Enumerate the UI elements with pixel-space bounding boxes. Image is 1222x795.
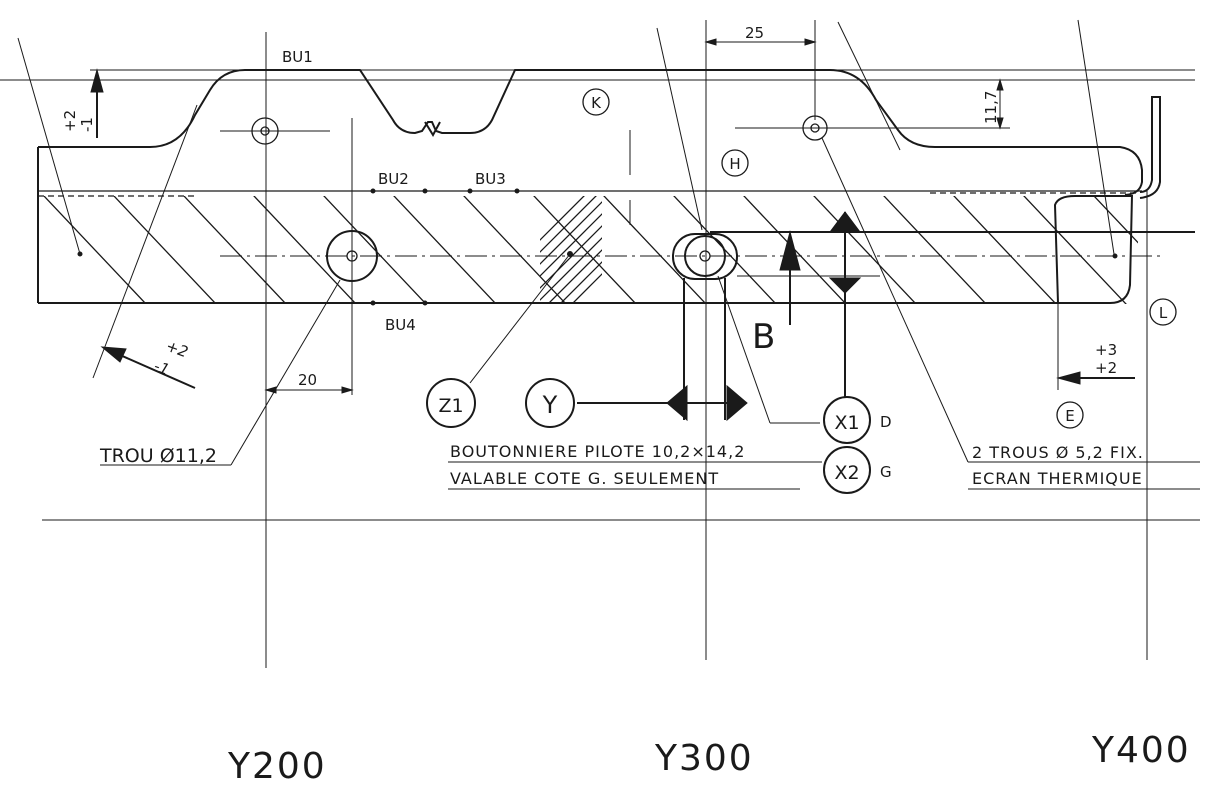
balloon-e: E — [1056, 401, 1084, 429]
dim-20-text: 20 — [298, 371, 317, 389]
hole-trou-11-2 — [326, 230, 378, 282]
note-trou: TROU Ø11,2 — [99, 445, 217, 467]
svg-text:L: L — [1159, 304, 1168, 322]
balloon-x1: X1 — [823, 396, 871, 444]
balloon-y: Y — [525, 378, 575, 428]
leader-lines — [17, 19, 1200, 466]
balloon-k: K — [582, 88, 610, 116]
tol-right-plus3: +3 — [1095, 341, 1117, 359]
label-g: G — [880, 463, 892, 481]
y-double-arrow — [577, 278, 748, 422]
label-bu2: BU2 — [378, 170, 409, 188]
dimension-11-7 — [975, 78, 1015, 130]
balloon-x2: X2 — [823, 446, 871, 494]
datum-arrow-right — [1056, 304, 1135, 390]
axis-label-y300: Y300 — [654, 738, 754, 779]
tol-left-minus: -1 — [78, 117, 96, 132]
svg-text:E: E — [1065, 407, 1074, 425]
note-boutonniere-line2: VALABLE COTE G. SEULEMENT — [450, 469, 719, 488]
x-double-arrow — [828, 211, 862, 398]
svg-text:Y: Y — [542, 391, 558, 419]
tol-diag-minus: -1 — [152, 357, 172, 379]
balloon-l: L — [1149, 298, 1177, 326]
note-trous-line1: 2 TROUS Ø 5,2 FIX. — [972, 443, 1144, 462]
datum-arrow-left — [90, 68, 104, 138]
tol-diag-plus: +2 — [164, 337, 191, 361]
svg-text:H: H — [729, 155, 740, 173]
balloon-h: H — [721, 149, 749, 177]
svg-text:Z1: Z1 — [438, 395, 463, 417]
z1-cross-hatching — [540, 196, 602, 304]
tol-right-plus2: +2 — [1095, 359, 1117, 377]
slot-boutonniere — [672, 233, 738, 280]
svg-text:K: K — [591, 94, 602, 112]
datum-arrow-diagonal — [100, 346, 196, 389]
note-boutonniere-line1: BOUTONNIERE PILOTE 10,2×14,2 — [450, 442, 745, 461]
dimension-20 — [264, 386, 354, 394]
hole-bu1 — [251, 117, 279, 145]
axis-label-y200: Y200 — [227, 746, 327, 787]
label-bu1: BU1 — [282, 48, 313, 66]
dim-11-7-text: 11,7 — [982, 91, 1000, 124]
dimension-25 — [704, 38, 817, 46]
b-arrow — [737, 230, 880, 325]
svg-text:X1: X1 — [834, 412, 859, 434]
label-bu4: BU4 — [385, 316, 416, 334]
balloon-z1: Z1 — [426, 378, 476, 428]
note-trous-line2: ECRAN THERMIQUE — [972, 469, 1143, 488]
label-b: B — [752, 317, 775, 357]
tol-left-plus: +2 — [61, 110, 79, 132]
label-bu3: BU3 — [475, 170, 506, 188]
label-d: D — [880, 413, 892, 431]
dim-25-text: 25 — [745, 24, 764, 42]
section-hatching — [43, 196, 1138, 304]
part-outline — [37, 69, 1195, 304]
svg-text:X2: X2 — [834, 462, 859, 484]
hole-top-right — [802, 115, 828, 141]
axis-label-y400: Y400 — [1091, 730, 1191, 771]
